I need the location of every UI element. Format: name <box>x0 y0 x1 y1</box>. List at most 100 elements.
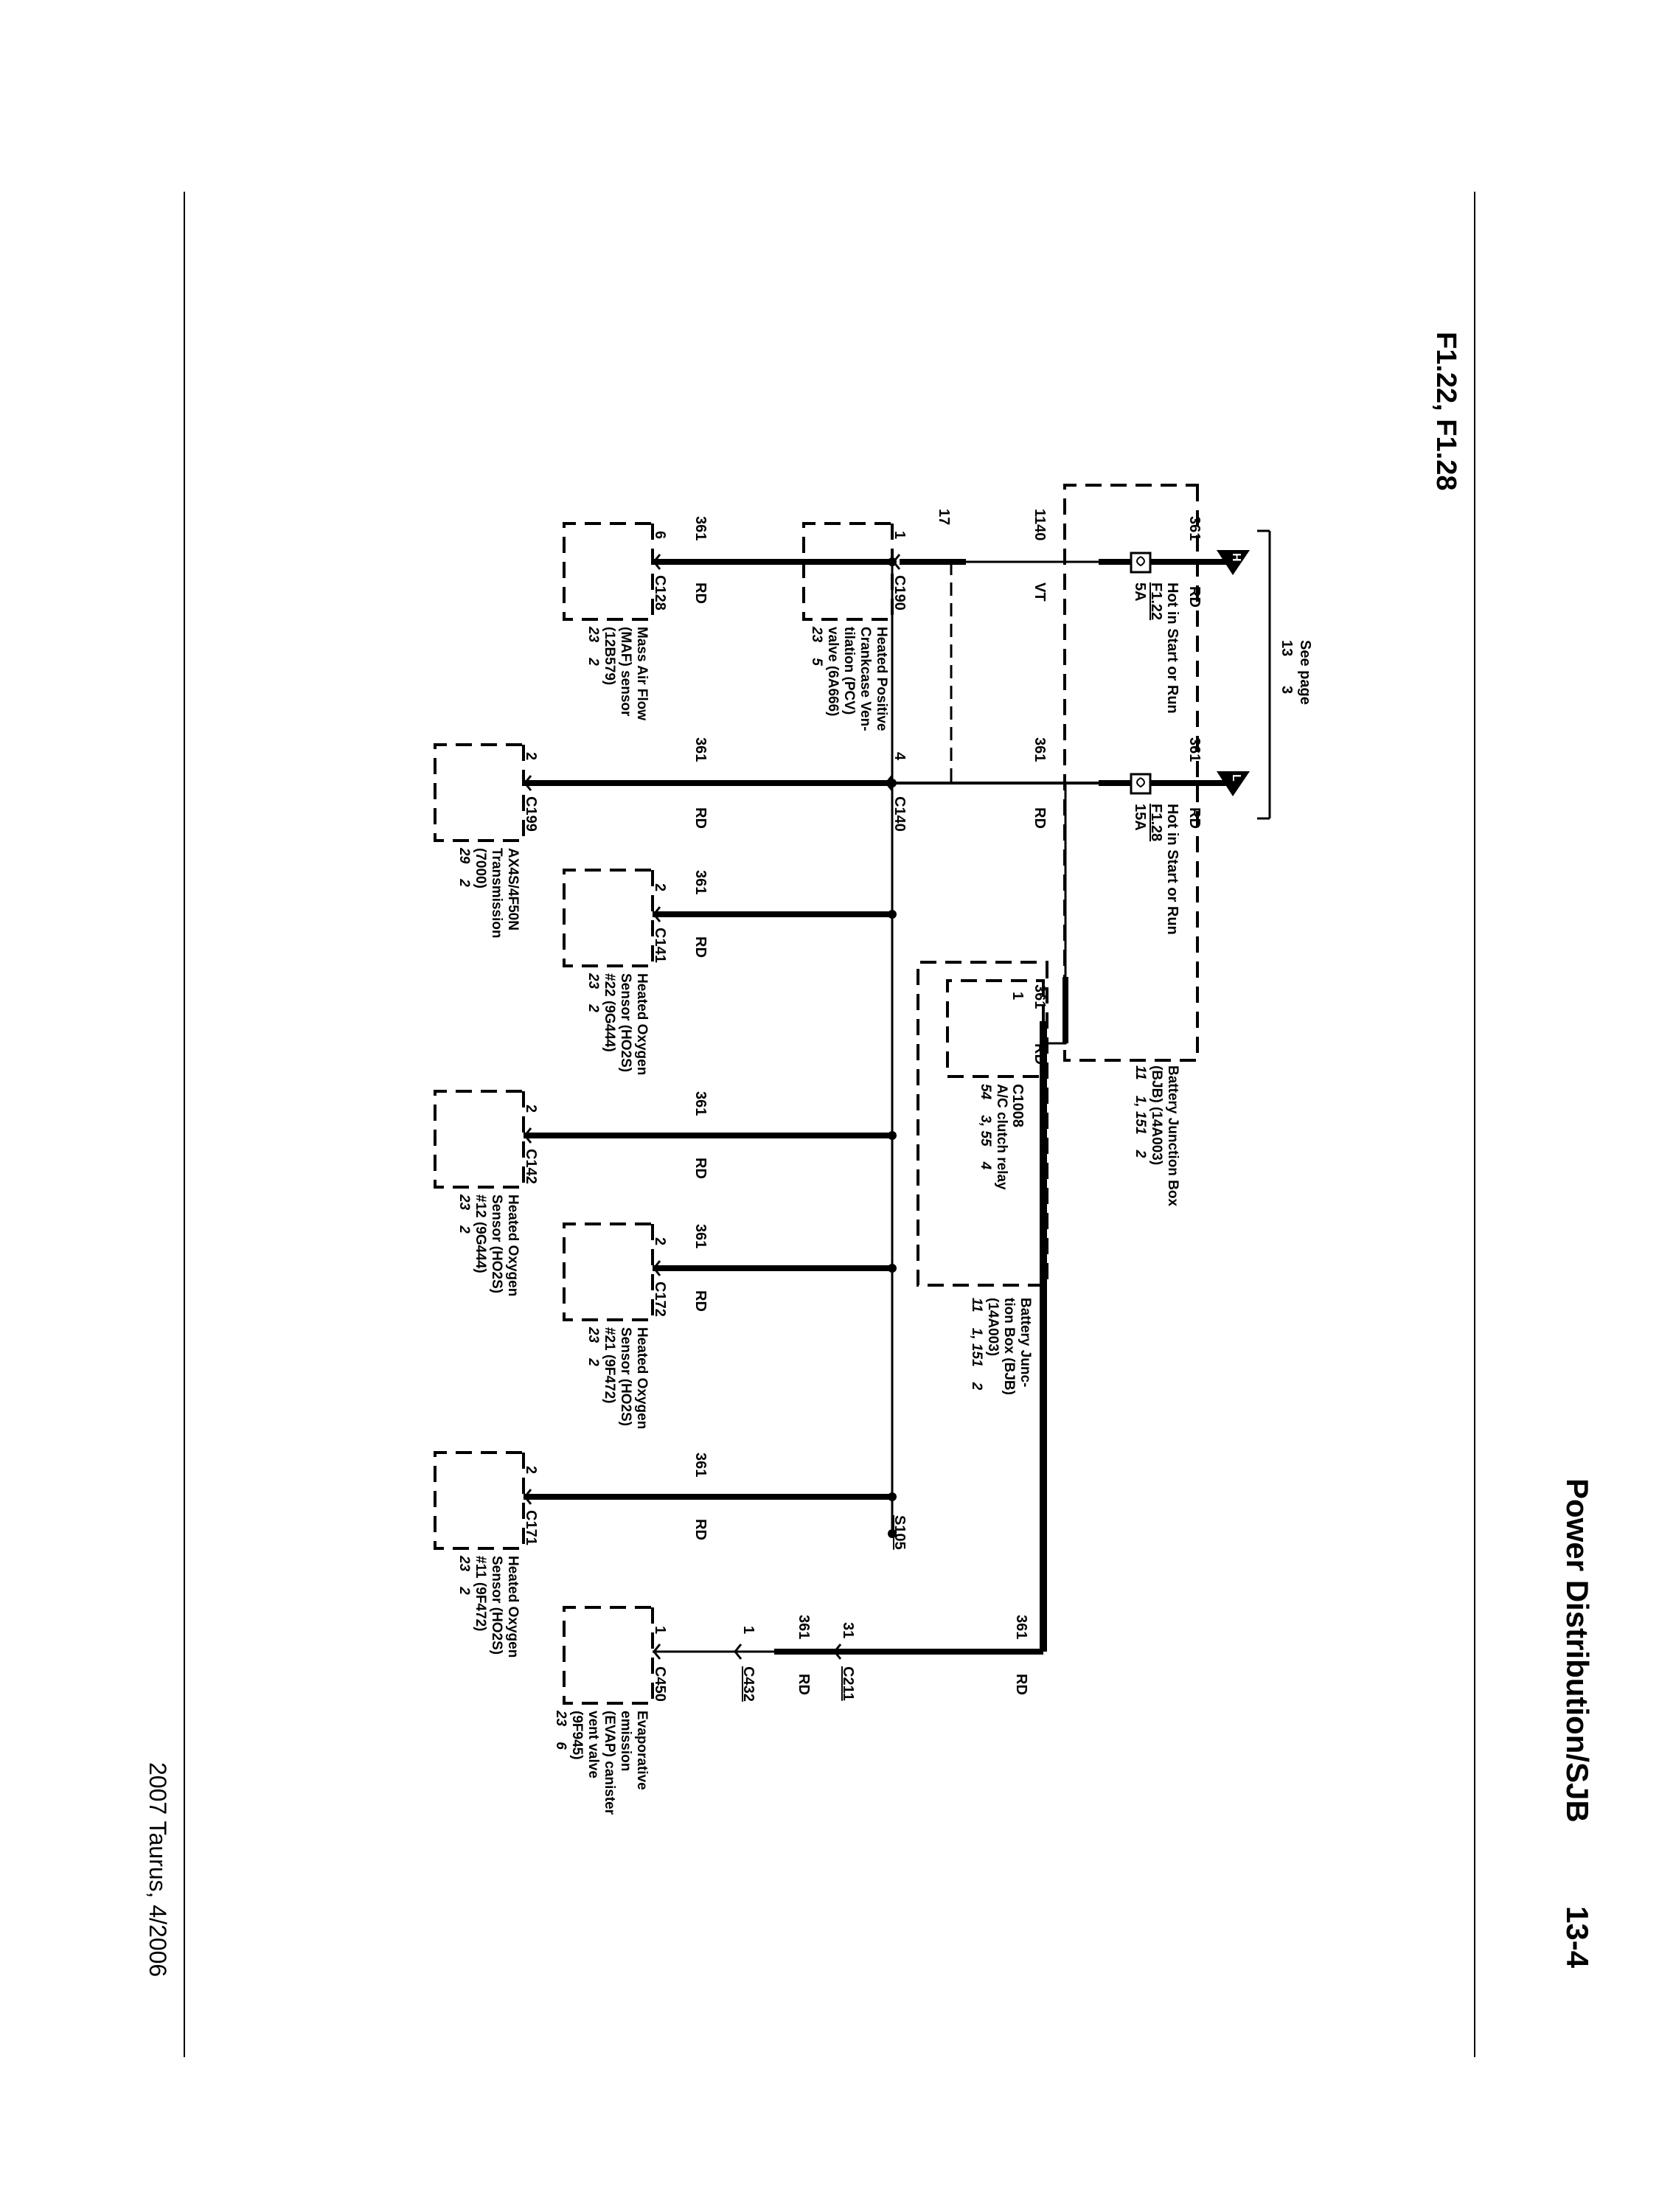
c140-connector: C140 <box>891 796 908 832</box>
ho2s22-line1: Heated Oxygen <box>634 973 650 1076</box>
c140-pin: 4 <box>891 752 908 761</box>
trans-line3: (7000) <box>473 848 488 888</box>
pcv-top-pin: 17 <box>936 509 952 526</box>
acrelay-pin: 1 <box>1009 992 1026 1001</box>
circuit-361-label: 361 <box>1032 737 1048 762</box>
circuit-361-label: 361 <box>796 1615 812 1640</box>
c211-pin: 31 <box>840 1622 856 1639</box>
maf-line3: (12B579) <box>602 627 617 686</box>
circuit-361-label: 361 <box>1013 1615 1029 1640</box>
pcv-connector: C190 <box>891 575 908 611</box>
trans-pin: 2 <box>523 752 539 761</box>
ho2s21-connector: C172 <box>652 1281 668 1317</box>
maf-line1: Mass Air Flow <box>634 627 650 721</box>
wire-color-label: RD <box>1186 586 1203 608</box>
wire-color-label: RD <box>1032 807 1048 829</box>
bjb-relay-box-location: 11 1, 151 2 <box>969 1298 984 1391</box>
trans-location: 29 2 <box>456 848 472 887</box>
wire-color-label: RD <box>692 807 709 829</box>
fuse-heading: F1.22, F1.28 <box>1430 332 1461 491</box>
pcv-line1: Heated Positive <box>874 627 889 731</box>
bjb-relay-box-line3: (14A003) <box>985 1298 1001 1357</box>
fuse-f1-28-rating: 15A <box>1132 804 1148 831</box>
c432-connector: C432 <box>740 1666 757 1702</box>
evap-valve-box <box>563 1606 654 1705</box>
trans-line2: Transmission <box>489 848 504 939</box>
connector-h-flag <box>1217 550 1250 575</box>
acrelay-location: 54 3, 55 4 <box>978 1084 993 1170</box>
maf-pin: 6 <box>652 531 668 540</box>
splice-s105-label: S105 <box>891 1515 908 1550</box>
page-title: Power Distribution/SJB <box>1560 1478 1595 1823</box>
ac-relay-inner-box <box>946 979 1045 1078</box>
splice-dot <box>888 1131 897 1140</box>
evap-line4: vent valve <box>585 1711 601 1778</box>
ho2s21-box <box>563 1222 654 1321</box>
wire-color-label: RD <box>692 582 709 604</box>
ho2s22-location: 23 2 <box>585 973 601 1012</box>
pcv-pin: 1 <box>891 531 908 540</box>
ho2s11-connector: C171 <box>523 1510 539 1545</box>
pcv-line4: valve (6A666) <box>825 627 841 717</box>
acrelay-name: A/C clutch relay <box>994 1084 1009 1190</box>
wire-color-label: RD <box>796 1674 812 1695</box>
fuse-f1-22-feed: Hot in Start or Run <box>1164 582 1180 714</box>
pcv-line2: Crankcase Ven- <box>858 627 873 731</box>
connector-h-letter: H <box>1230 553 1242 562</box>
ho2s12-line2: Sensor (HO2S) <box>489 1194 504 1294</box>
ho2s22-connector: C141 <box>652 928 668 963</box>
transmission-box <box>434 743 525 842</box>
ho2s12-pin: 2 <box>523 1105 539 1113</box>
fuse-f1-22-symbol <box>1130 552 1152 574</box>
ho2s22-pin: 2 <box>652 883 668 892</box>
connector-l-letter: L <box>1230 774 1242 782</box>
ho2s12-line1: Heated Oxygen <box>505 1194 521 1297</box>
ho2s11-line3: #11 (9F472) <box>473 1556 488 1632</box>
evap-connector: C450 <box>652 1666 668 1702</box>
splice-dot <box>888 779 897 787</box>
bjb-name: Battery Junction Box <box>1165 1065 1180 1207</box>
fuse-f1-28-feed: Hot in Start or Run <box>1164 804 1180 935</box>
ho2s21-pin: 2 <box>652 1237 668 1246</box>
bjb-outline <box>1063 484 1199 1062</box>
c432-pin: 1 <box>740 1626 757 1635</box>
ho2s22-box <box>563 869 654 967</box>
wire-color-label: RD <box>692 1158 709 1179</box>
ho2s21-location: 23 2 <box>585 1327 601 1366</box>
pcv-valve-box <box>802 522 894 621</box>
ho2s22-line3: #22 (9G444) <box>602 973 617 1052</box>
ho2s12-line3: #12 (9G444) <box>473 1194 488 1273</box>
splice-dot <box>888 1492 897 1501</box>
ho2s21-line3: #21 (9F472) <box>602 1327 617 1404</box>
wire-color-vt: VT <box>1032 582 1048 602</box>
trans-connector: C199 <box>523 796 539 832</box>
evap-line5: (9F945) <box>569 1711 585 1760</box>
fuse-f1-22-id: F1.22 <box>1148 582 1164 621</box>
ho2s11-line2: Sensor (HO2S) <box>489 1556 504 1655</box>
ho2s12-connector: C142 <box>523 1149 539 1184</box>
splice-dot <box>888 910 897 919</box>
wire-color-label: RD <box>1032 1043 1048 1065</box>
evap-pin: 1 <box>652 1626 668 1635</box>
circuit-361-label: 361 <box>692 870 709 895</box>
fuse-f1-28-id: F1.28 <box>1148 804 1164 842</box>
ho2s21-line1: Heated Oxygen <box>634 1327 650 1430</box>
evap-line3: (EVAP) canister <box>602 1711 617 1815</box>
pcv-location: 23 5 <box>809 627 824 666</box>
circuit-361-label: 361 <box>692 1091 709 1116</box>
wire-color-label: RD <box>692 1290 709 1312</box>
ho2s11-box <box>434 1451 525 1550</box>
evap-location: 23 6 <box>553 1711 568 1750</box>
see-page-label: See page <box>1297 640 1313 705</box>
bjb-part: (BJB) (14A003) <box>1149 1065 1164 1166</box>
ho2s11-line1: Heated Oxygen <box>505 1556 521 1658</box>
acrelay-connector: C1008 <box>1009 1084 1026 1127</box>
pcv-line3: tilation (PCV) <box>841 627 857 715</box>
footer-text: 2007 Taurus, 4/2006 <box>145 1762 171 1978</box>
trans-line1: AX4S/4F50N <box>505 848 521 931</box>
circuit-361-label: 361 <box>692 1224 709 1249</box>
see-page-col: 3 <box>1279 686 1295 695</box>
